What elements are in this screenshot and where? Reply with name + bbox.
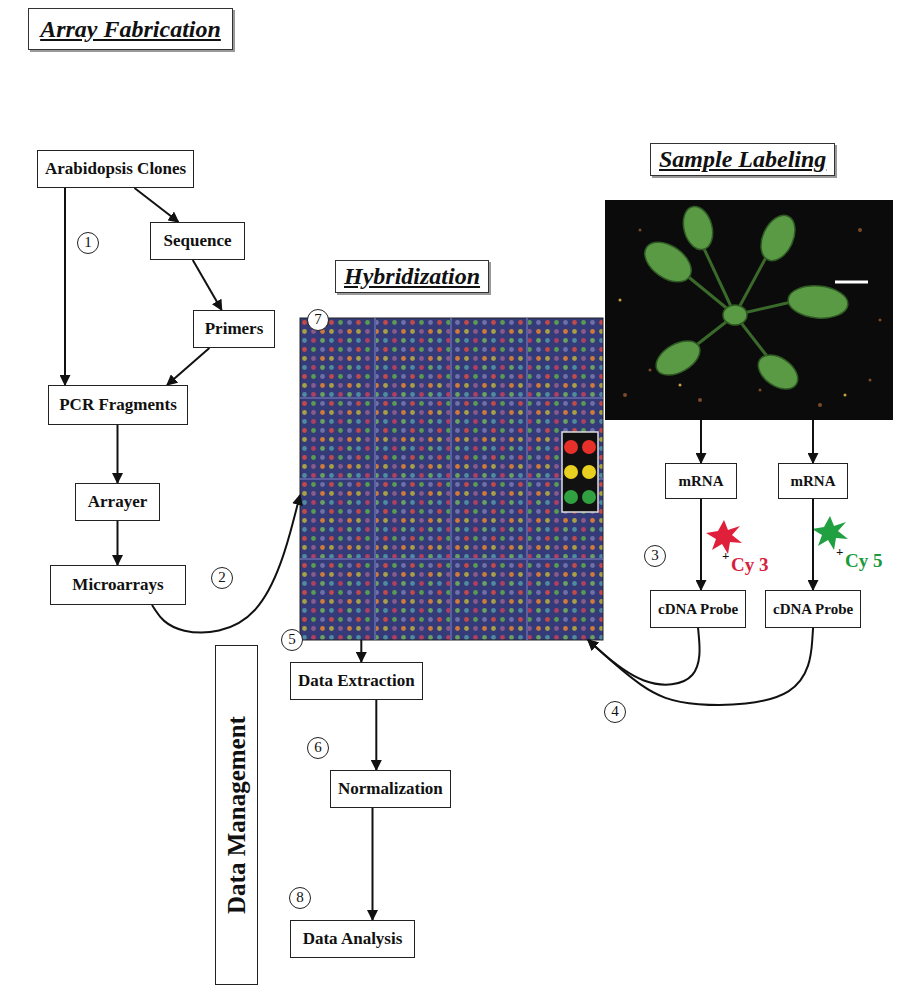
callout-number: 6 <box>307 737 329 759</box>
flow-arrow <box>134 188 178 222</box>
callout-number: 7 <box>307 309 329 331</box>
process-box: Microarrays <box>50 565 186 605</box>
box-label: Data Analysis <box>303 929 403 949</box>
flow-arrow <box>700 499 702 590</box>
process-box: Primers <box>193 310 275 348</box>
box-label: mRNA <box>791 473 836 490</box>
box-label: Data Management <box>223 716 251 914</box>
callout-number: 1 <box>77 232 99 254</box>
flow-arrow <box>700 420 702 463</box>
box-label: Arrayer <box>88 492 147 512</box>
flow-arrow <box>360 640 362 662</box>
flow-arrow <box>375 700 377 770</box>
process-box: mRNA <box>778 463 848 499</box>
illustration-box: Hybridization <box>300 318 603 640</box>
process-box: Arrayer <box>75 483 160 521</box>
box-label: cDNA Probe <box>658 601 738 618</box>
dye-label: Cy 3 <box>731 554 768 576</box>
process-box: Sequence <box>150 222 245 260</box>
callout-number: 4 <box>604 701 626 723</box>
plant-photo <box>605 200 893 420</box>
flow-arrow <box>193 260 222 310</box>
process-box: Data Extraction <box>290 662 423 700</box>
box-label: cDNA Probe <box>773 601 853 618</box>
process-box: cDNA Probe <box>765 590 861 628</box>
illustration-box: Sample Labeling <box>605 200 893 420</box>
callout-number: 8 <box>289 887 311 909</box>
callout-number: 3 <box>644 545 666 567</box>
plus-sign: + <box>722 548 729 564</box>
callout-number: 5 <box>281 629 303 651</box>
heading-text: Hybridization <box>335 260 489 293</box>
plus-sign: + <box>836 544 843 560</box>
box-label: mRNA <box>679 473 724 490</box>
process-box: Data Analysis <box>290 920 415 958</box>
flow-arrow <box>117 521 119 565</box>
process-box: Arabidopsis Clones <box>37 150 194 188</box>
flow-arrow <box>812 499 814 590</box>
flow-arrow <box>117 425 119 483</box>
heading-text: Array Fabrication <box>40 16 221 43</box>
box-label: PCR Fragments <box>59 395 177 415</box>
box-label: Sequence <box>164 231 232 251</box>
microarray-image <box>300 318 603 640</box>
flow-arrow <box>152 495 300 632</box>
flow-arrow <box>167 348 209 385</box>
section-heading: Array Fabrication <box>28 8 233 50</box>
dye-label: Cy 5 <box>845 550 882 572</box>
vertical-band: Data Management <box>215 645 258 985</box>
box-label: Arabidopsis Clones <box>45 159 186 179</box>
flow-arrow <box>64 188 66 385</box>
callout-number: 2 <box>211 567 233 589</box>
box-label: Data Extraction <box>298 671 415 691</box>
process-box: Normalization <box>330 770 451 808</box>
process-box: mRNA <box>665 463 737 499</box>
box-label: Normalization <box>338 779 443 799</box>
heading-text: Sample Labeling <box>650 143 835 176</box>
box-label: Microarrays <box>72 575 163 595</box>
process-box: cDNA Probe <box>650 590 746 628</box>
flow-arrow <box>812 420 814 463</box>
flow-arrow <box>588 628 813 705</box>
process-box: PCR Fragments <box>48 385 188 425</box>
box-label: Primers <box>205 319 264 339</box>
flow-arrow <box>372 808 374 920</box>
